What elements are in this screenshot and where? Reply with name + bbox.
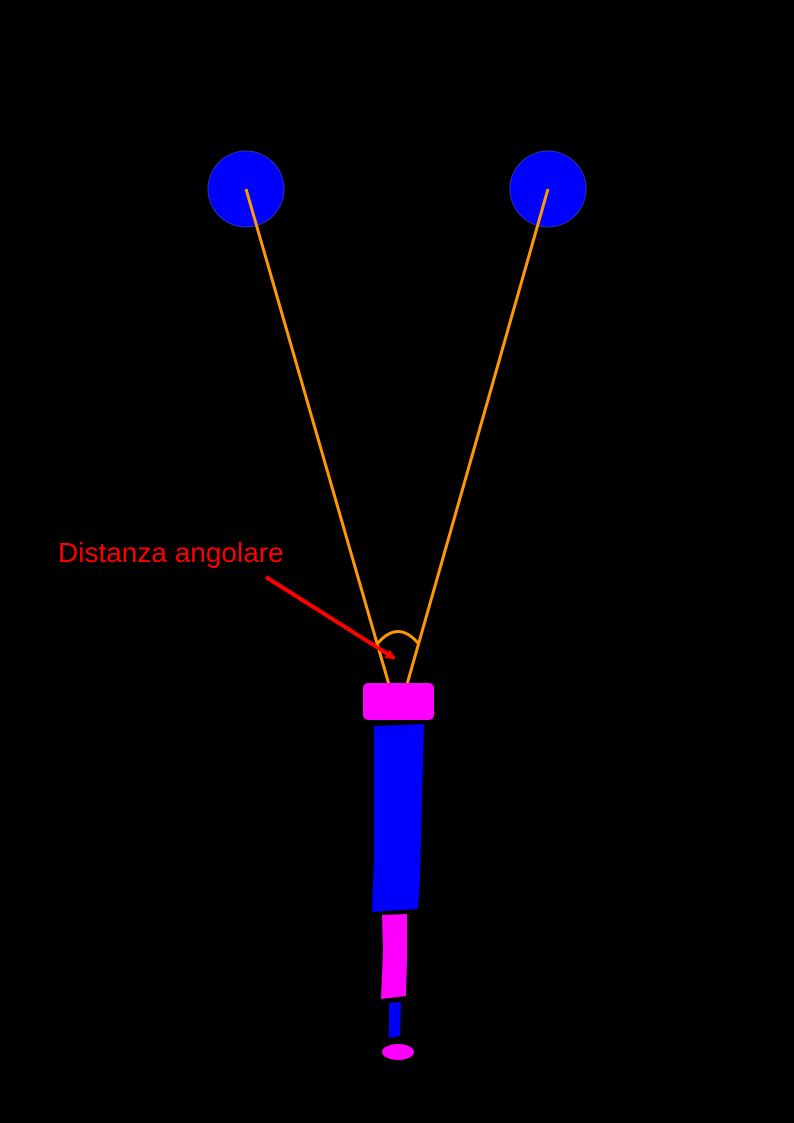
angle-arc [376,630,420,645]
telescope [363,683,434,1060]
telescope-stem [389,1002,401,1038]
annotation-arrow [264,575,396,660]
telescope-eyepiece-ring [363,683,434,720]
annotation-label: Distanza angolare [58,537,284,568]
telescope-base [382,1044,414,1060]
telescope-focuser [381,914,407,999]
telescope-tube [372,724,424,912]
sight-line-right [396,188,550,717]
sight-line-left [244,188,400,717]
